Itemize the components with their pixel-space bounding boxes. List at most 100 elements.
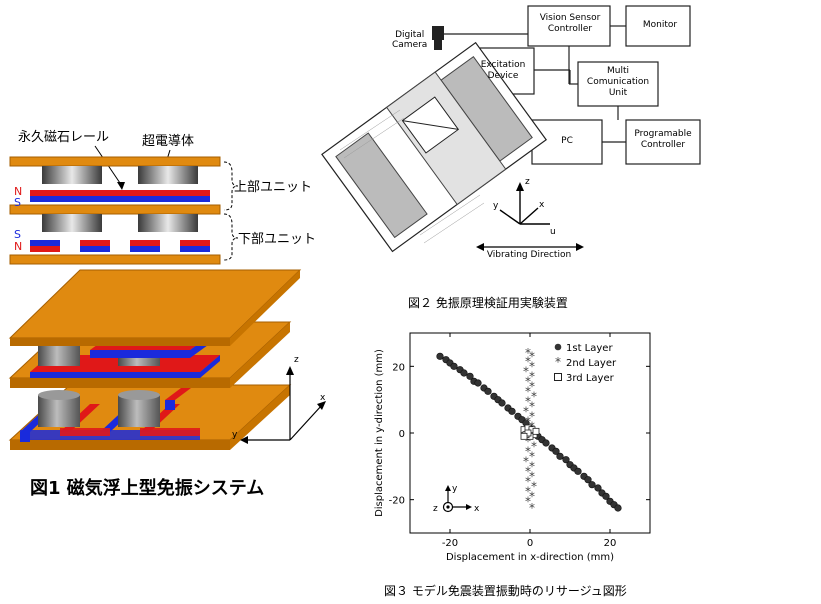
series-1st-layer-point — [594, 484, 602, 492]
series-1st-layer-point — [498, 399, 506, 407]
legend-marker-1st — [554, 343, 562, 351]
series-2nd-layer-point: * — [529, 489, 535, 503]
series-2nd-layer-point: * — [525, 474, 531, 488]
lower-superconductor-left — [42, 214, 102, 232]
lower-unit-brace — [223, 213, 239, 261]
pc-label: PC — [561, 136, 573, 146]
upper-magnet-blue — [30, 196, 210, 202]
x-tick-label: -20 — [442, 538, 458, 549]
axis-z-arrowhead — [286, 366, 294, 375]
series-2nd-layer-point: * — [529, 459, 535, 473]
magnet-rail-arrowhead — [117, 182, 125, 190]
y-axis-label: Displacement in y-direction (mm) — [374, 349, 385, 517]
bottom-plate — [9, 254, 221, 265]
series-1st-layer-point — [450, 362, 458, 370]
series-1st-layer-point — [614, 504, 622, 512]
camera-lens — [434, 40, 442, 50]
pole-n-lower: N — [14, 240, 22, 253]
lower-unit-label: 下部ユニット — [238, 232, 316, 247]
series-2nd-layer-point: * — [525, 464, 531, 478]
legend-marker-2nd: * — [555, 355, 561, 369]
series-2nd-layer-point: * — [525, 484, 531, 498]
series-2nd-layer-point: * — [523, 454, 529, 468]
series-1st-layer-point — [602, 492, 610, 500]
legend-label: 2nd Layer — [566, 358, 617, 369]
series-2nd-layer-point: * — [529, 399, 535, 413]
top-plate — [9, 156, 221, 167]
figure-2-caption: 図２ 免振原理検証用実験装置 — [408, 296, 568, 310]
x-tick-label: 20 — [604, 538, 617, 549]
series-1st-layer-point — [542, 439, 550, 447]
series-1st-layer-point — [584, 476, 592, 484]
fig2-axis-y: y — [493, 201, 499, 211]
series-2nd-layer-point: * — [525, 354, 531, 368]
lower-magnet-segments — [30, 240, 210, 252]
axis-y-label: y — [232, 430, 238, 440]
series-1st-layer-point — [574, 467, 582, 475]
x-axis-label: Displacement in x-direction (mm) — [446, 552, 614, 563]
middle-plate — [9, 204, 221, 215]
platform — [321, 41, 548, 253]
fig2-axis-x: x — [539, 200, 545, 210]
series-1st-layer-point — [508, 407, 516, 415]
series-2nd-layer-point: * — [525, 434, 531, 448]
series-3rd-layer-point — [532, 427, 540, 435]
series-2nd-layer-point: * — [525, 444, 531, 458]
series-2nd-layer-point: * — [525, 394, 531, 408]
series-2nd-layer-point: * — [523, 404, 529, 418]
series-1st-layer-point — [562, 456, 570, 464]
series-2nd-layer-point: * — [529, 379, 535, 393]
series-2nd-layer-point: * — [529, 349, 535, 363]
y-tick-label: 0 — [399, 429, 405, 440]
series-2nd-layer-point: * — [525, 414, 531, 428]
series-2nd-layer-point: * — [531, 479, 537, 493]
series-1st-layer-point — [588, 481, 596, 489]
y-tick-label: 20 — [392, 362, 405, 373]
legend-label: 1st Layer — [566, 343, 613, 354]
upper-superconductor-left — [42, 166, 102, 184]
superconductor-label: 超電導体 — [142, 134, 194, 149]
upper-magnet-red — [30, 190, 210, 196]
series-3rd-layer-point — [520, 432, 528, 440]
multi-unit-label: Multi Comunication Unit — [586, 66, 650, 98]
plc-label: Programable Controller — [634, 129, 692, 150]
figure-1-caption: 図1 磁気浮上型免振システム — [30, 478, 265, 499]
fig2-axis-z-arrowhead — [516, 182, 524, 191]
fig2-axis-u: u — [550, 227, 556, 237]
y-tick-label: -20 — [389, 496, 405, 507]
vibrating-arrow-left — [476, 243, 484, 251]
platform-grid — [339, 109, 485, 244]
series-2nd-layer-point: * — [531, 389, 537, 403]
series-2nd-layer-point: * — [529, 359, 535, 373]
series-2nd-layer-point: * — [523, 364, 529, 378]
series-2nd-layer-point: * — [525, 374, 531, 388]
lower-superconductor-right — [138, 214, 198, 232]
series-2nd-layer-point: * — [529, 501, 535, 515]
fig1-axes — [245, 372, 323, 441]
figure-2-apparatus: z y x u — [321, 5, 701, 253]
digital-camera-label: Digital Camera — [392, 30, 428, 50]
inset-x-arrowhead — [466, 504, 472, 510]
inset-z-dot — [446, 505, 450, 509]
series-1st-layer-point — [484, 387, 492, 395]
series-2nd-layer-point: * — [529, 409, 535, 423]
camera-body — [432, 26, 444, 40]
x-tick-label: 0 — [527, 538, 533, 549]
series-2nd-layer-point: * — [525, 346, 531, 360]
series-2nd-layer-point: * — [529, 449, 535, 463]
pole-s-lower: S — [14, 228, 21, 241]
isometric-stack — [8, 269, 302, 450]
excitation-label: Excitation Device — [480, 60, 526, 81]
legend-marker-3rd — [554, 373, 562, 381]
series-2nd-layer-point: * — [525, 384, 531, 398]
vision-controller-label: Vision Sensor Controller — [539, 13, 601, 34]
series-2nd-layer-point: * — [531, 439, 537, 453]
series-2nd-layer-point: * — [529, 369, 535, 383]
legend-label: 3rd Layer — [566, 373, 615, 384]
axis-x-label: x — [320, 393, 326, 403]
vibrating-direction-label: Vibrating Direction — [486, 250, 572, 260]
inset-y-label: y — [452, 484, 458, 494]
plc-box — [625, 119, 701, 165]
inset-y-arrowhead — [445, 485, 451, 491]
series-1st-layer-point — [460, 369, 468, 377]
